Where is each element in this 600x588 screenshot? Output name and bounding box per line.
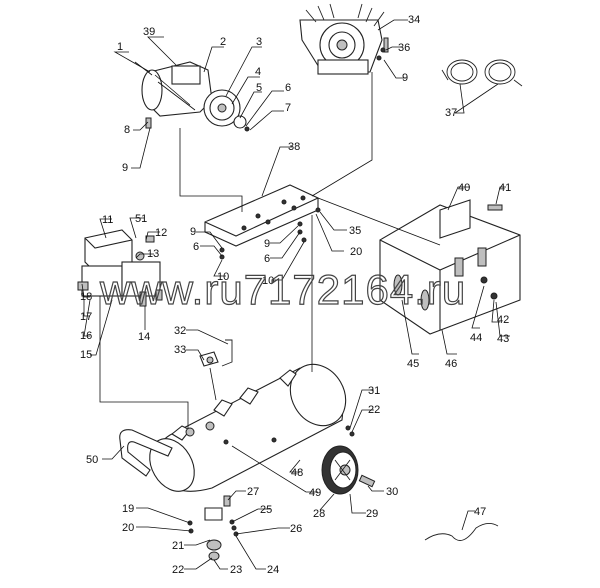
callout-50: 50 [86,454,98,466]
callout-15: 15 [80,349,92,361]
drain-valve [187,495,239,561]
callout-leaders [81,19,510,570]
callout-9c: 9 [190,226,196,238]
callout-27: 27 [247,486,259,498]
tank-handle [119,429,173,477]
callout-17: 17 [80,311,92,323]
callout-36: 36 [398,42,410,54]
callout-31: 31 [368,385,380,397]
callout-38: 38 [288,141,300,153]
callout-2: 2 [220,36,226,48]
callout-13: 13 [147,248,159,260]
callout-33: 33 [174,344,186,356]
watermark: www.ru7172164.ru [99,266,466,313]
callout-6b: 6 [193,241,199,253]
callout-3: 3 [256,36,262,48]
wire [424,523,499,541]
wheel [321,445,376,495]
callout-46: 46 [445,358,457,370]
callout-34: 34 [408,14,420,26]
callout-19: 19 [122,503,134,515]
callout-22: 22 [368,404,380,416]
callout-16: 16 [80,330,92,342]
assembly-lines [99,72,441,428]
callout-12: 12 [155,227,167,239]
callout-20b: 20 [122,522,134,534]
callout-37: 37 [445,107,457,119]
callout-5: 5 [256,82,262,94]
callout-18: 18 [80,291,92,303]
mounting-plate [204,184,319,247]
callout-35: 35 [349,225,361,237]
callout-7: 7 [285,102,291,114]
callout-45: 45 [407,358,419,370]
callout-4: 4 [255,66,261,78]
belt-guard [379,199,521,335]
callout-47: 47 [474,506,486,518]
callout-44: 44 [470,332,482,344]
callout-49: 49 [309,487,321,499]
callout-41: 41 [499,182,511,194]
callout-9d: 9 [264,238,270,250]
callout-10b: 10 [262,275,274,287]
callout-8: 8 [124,124,130,136]
callout-14: 14 [138,331,150,343]
air-tank [149,363,347,492]
callout-32: 32 [174,325,186,337]
callout-42: 42 [497,314,509,326]
pressure-switch [77,229,163,307]
callout-11: 11 [102,214,113,226]
air-hoses [441,59,523,87]
motor-pulley [203,89,241,127]
callout-30: 30 [386,486,398,498]
motor-bolt [145,117,152,129]
callout-48: 48 [291,467,303,479]
callout-26: 26 [290,523,302,535]
callout-28: 28 [313,508,325,520]
callout-9b: 9 [402,72,408,84]
callout-6c: 6 [264,253,270,265]
callout-40: 40 [458,182,470,194]
callout-21: 21 [172,540,184,552]
callout-25: 25 [260,504,272,516]
callout-6: 6 [285,82,291,94]
callout-29: 29 [366,508,378,520]
callout-labels: 1 39 2 3 4 5 6 7 8 9 34 36 9 37 38 40 41… [80,14,511,576]
pulley-washer [233,115,250,132]
callout-51: 51 [135,213,147,225]
callout-43: 43 [497,333,509,345]
callout-20: 20 [350,246,362,258]
pipe-fitting [199,339,233,367]
callout-1: 1 [117,41,123,53]
callout-24: 24 [267,564,279,576]
callout-23: 23 [230,564,242,576]
callout-10: 10 [217,271,229,283]
fasteners [219,47,386,437]
compressor-head [299,3,389,75]
callout-22b: 22 [172,564,184,576]
callout-9: 9 [122,162,128,174]
callout-39: 39 [143,26,155,38]
